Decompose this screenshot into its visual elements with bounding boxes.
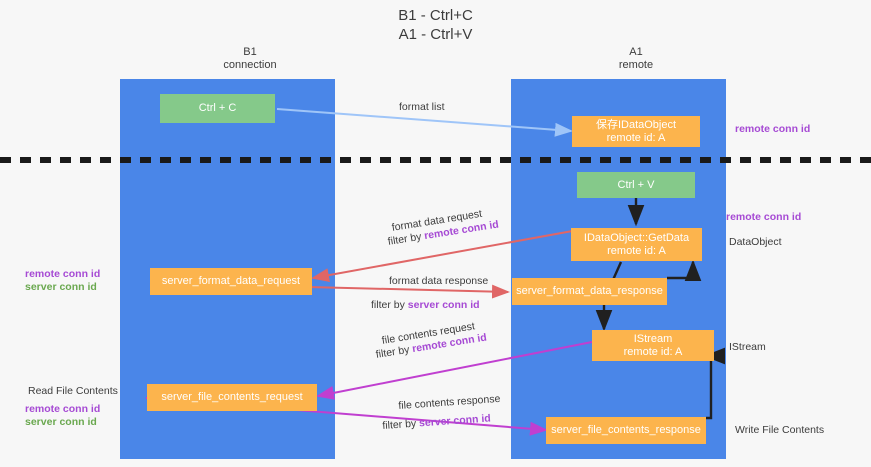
node-server-file-contents-request[interactable]: server_file_contents_request [147, 384, 317, 411]
node-istream[interactable]: IStream remote id: A [592, 330, 714, 361]
edge-label-format-data-response: format data response [389, 275, 489, 287]
column-header-b1: B1 connection [223, 46, 277, 71]
edge-label-file-contents-response-filter: filter by server conn id [382, 412, 491, 433]
filter-prefix-2: filter by [371, 299, 408, 311]
annotation-left-mid-server-conn-id: server conn id [25, 281, 97, 294]
filter-prefix-3: filter by [375, 343, 414, 361]
edge-label-format-data-response-filter: filter by server conn id [371, 299, 480, 312]
column-header-a1: A1 remote [618, 46, 654, 71]
filter-key-server-conn-id-2: server conn id [418, 412, 492, 430]
node-server-format-data-request[interactable]: server_format_data_request [150, 268, 312, 295]
annotation-right-top-remote-conn-id: remote conn id [735, 123, 811, 135]
annotation-right-istream: IStream [729, 341, 766, 353]
node-ctrl-c[interactable]: Ctrl + C [160, 94, 275, 123]
node-server-format-data-response[interactable]: server_format_data_response [512, 278, 667, 305]
annotation-left-bottom-server-conn-id: server conn id [25, 416, 97, 429]
annotation-left-read-file-contents: Read File Contents [28, 385, 118, 397]
filter-prefix-4: filter by [382, 417, 420, 432]
edge-label-file-contents-response: file contents response [398, 392, 501, 412]
node-server-file-contents-response[interactable]: server_file_contents_response [546, 417, 706, 444]
annotation-right-mid-remote-conn-id: remote conn id [726, 211, 802, 223]
node-ctrl-v[interactable]: Ctrl + V [577, 172, 695, 198]
filter-key-server-conn-id-1: server conn id [407, 299, 480, 311]
annotation-right-dataobject: DataObject [729, 236, 782, 248]
annotation-right-write-file-contents: Write File Contents [735, 424, 825, 436]
page-title: B1 - Ctrl+C A1 - Ctrl+V [398, 7, 473, 43]
node-idataobject-getdata[interactable]: IDataObject::GetData remote id: A [571, 228, 702, 261]
edge-label-format-list: format list [399, 101, 445, 113]
node-save-idataobject[interactable]: 保存IDataObject remote id: A [572, 116, 700, 147]
